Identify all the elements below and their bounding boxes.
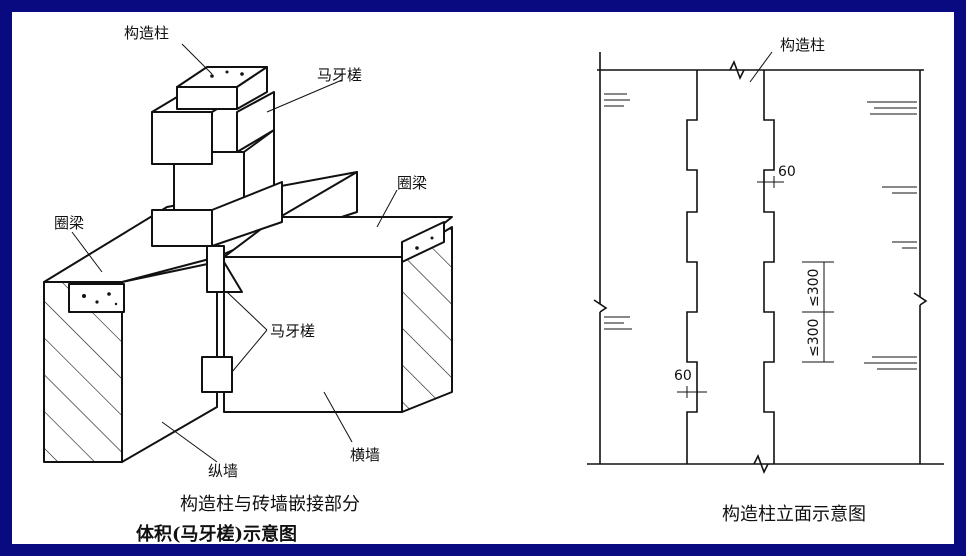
label-ring-beam-right: 圈梁	[397, 174, 428, 192]
caption-right: 构造柱立面示意图	[722, 504, 866, 525]
caption-left-line1: 构造柱与砖墙嵌接部分	[180, 494, 360, 515]
ring-beam-left-section	[68, 283, 125, 313]
diagram-frame: 构造柱 马牙槎 圈梁 圈梁 马牙槎 横墙 纵墙 构造柱与砖墙嵌接部分 体积(马牙…	[12, 12, 954, 544]
label-toothed-mid: 马牙槎	[270, 322, 316, 340]
column-right-edge	[763, 70, 775, 464]
label-toothed-top: 马牙槎	[317, 66, 363, 84]
label-ring-beam-left: 圈梁	[54, 214, 85, 232]
label-long-wall: 纵墙	[208, 462, 239, 480]
dim-60-bottom: 60	[674, 368, 692, 384]
caption-left-line2: 体积(马牙槎)示意图	[136, 524, 298, 544]
column-left-edge	[686, 70, 698, 464]
dim-300-a: ≤300	[806, 268, 822, 307]
elevation-diagram	[587, 51, 944, 474]
ring-beam-right-section	[401, 221, 445, 263]
label-cross-wall: 横墙	[350, 446, 381, 464]
column-top	[176, 86, 238, 110]
label-column-top-right: 构造柱	[780, 36, 826, 54]
dim-60-top: 60	[778, 164, 796, 180]
isometric-diagram	[43, 43, 453, 463]
label-column-top-left: 构造柱	[124, 24, 170, 42]
diagram-canvas	[43, 43, 944, 474]
dim-300-b: ≤300	[806, 318, 822, 357]
long-wall-side-face	[121, 261, 218, 463]
